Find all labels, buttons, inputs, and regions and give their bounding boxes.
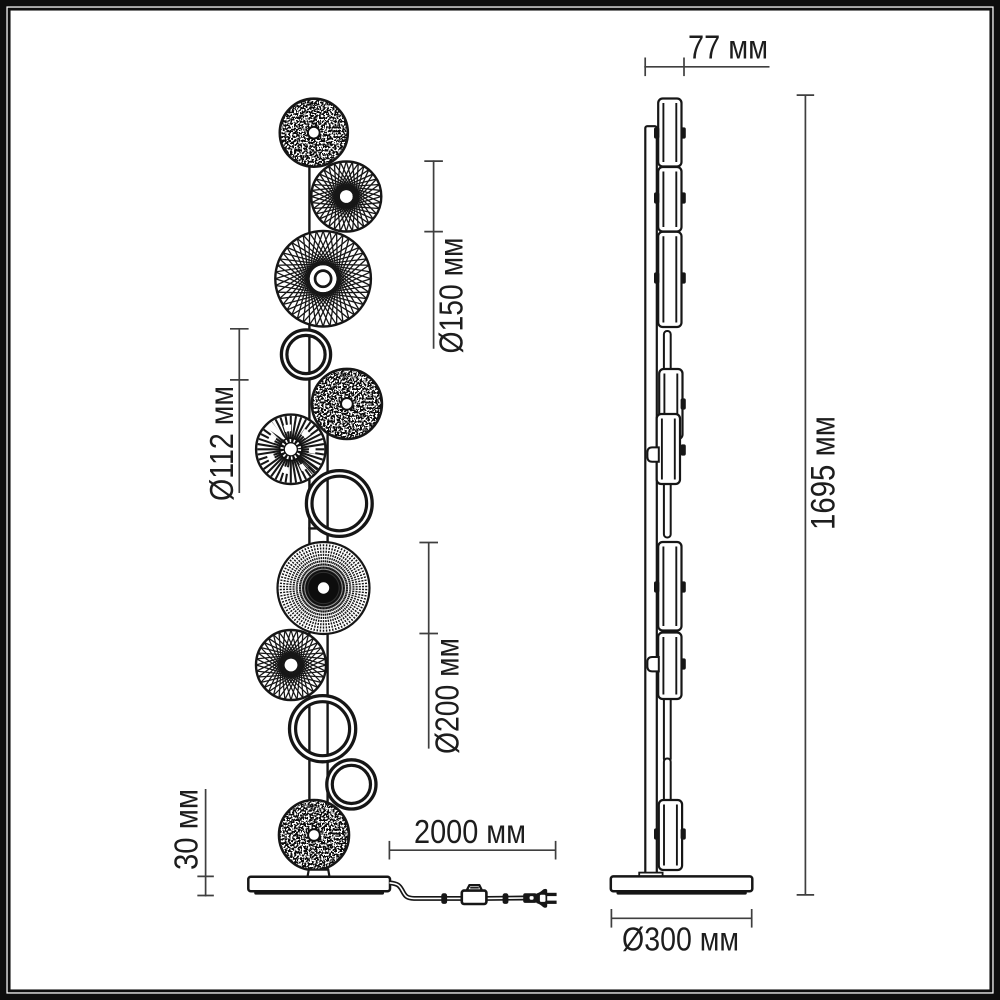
svg-text:2000 мм: 2000 мм	[414, 813, 526, 850]
svg-text:Ø300 мм: Ø300 мм	[622, 921, 739, 958]
svg-text:Ø200 мм: Ø200 мм	[429, 638, 466, 754]
svg-text:Ø112 мм: Ø112 мм	[203, 386, 240, 501]
svg-text:Ø150 мм: Ø150 мм	[432, 238, 469, 354]
svg-text:30 мм: 30 мм	[168, 789, 205, 870]
svg-text:1695 мм: 1695 мм	[805, 416, 843, 530]
svg-text:77 мм: 77 мм	[688, 29, 768, 66]
